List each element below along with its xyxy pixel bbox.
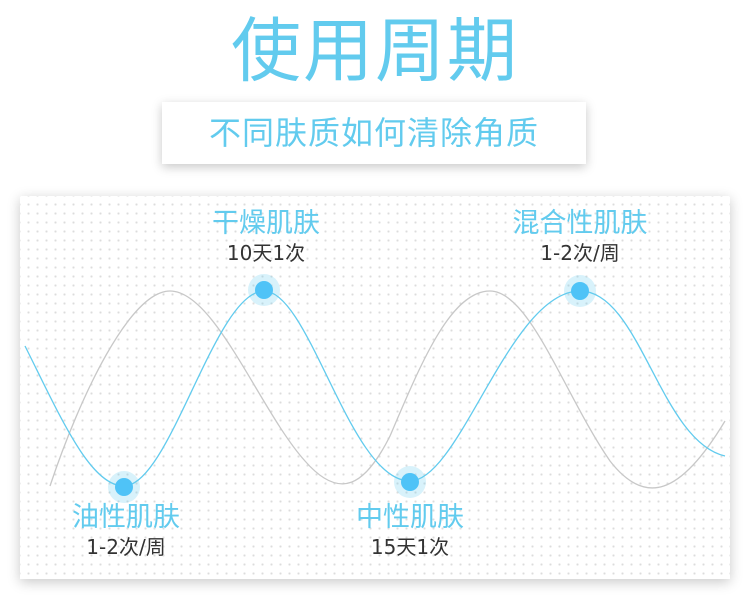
subtitle-text: 不同肤质如何清除角质 (208, 114, 539, 152)
marker-oily (108, 471, 140, 503)
blue-wave (24, 290, 726, 487)
page-title: 使用周期 (231, 10, 519, 92)
skin-type-frequency: 15天1次 (370, 535, 450, 559)
label-combination-skin: 混合性肌肤 1-2次/周 (490, 208, 670, 266)
grey-wave (49, 290, 726, 489)
marker-combination (564, 275, 596, 307)
skin-type-name: 中性肌肤 (356, 502, 464, 533)
wave-graphic (24, 274, 726, 503)
subtitle-card: 不同肤质如何清除角质 (162, 102, 586, 164)
skin-type-name: 混合性肌肤 (512, 208, 648, 239)
label-oily-skin: 油性肌肤 1-2次/周 (36, 502, 216, 560)
skin-type-frequency: 10天1次 (226, 241, 306, 265)
skin-type-frequency: 1-2次/周 (86, 535, 166, 559)
skin-type-name: 油性肌肤 (72, 502, 180, 533)
label-dry-skin: 干燥肌肤 10天1次 (176, 208, 356, 266)
marker-dry (248, 274, 280, 306)
skin-type-frequency: 1-2次/周 (540, 241, 620, 265)
marker-neutral (394, 466, 426, 498)
label-neutral-skin: 中性肌肤 15天1次 (320, 502, 500, 560)
wave-panel: 干燥肌肤 10天1次 混合性肌肤 1-2次/周 油性肌肤 1-2次/周 中性肌肤… (20, 196, 730, 579)
skin-type-name: 干燥肌肤 (212, 208, 320, 239)
